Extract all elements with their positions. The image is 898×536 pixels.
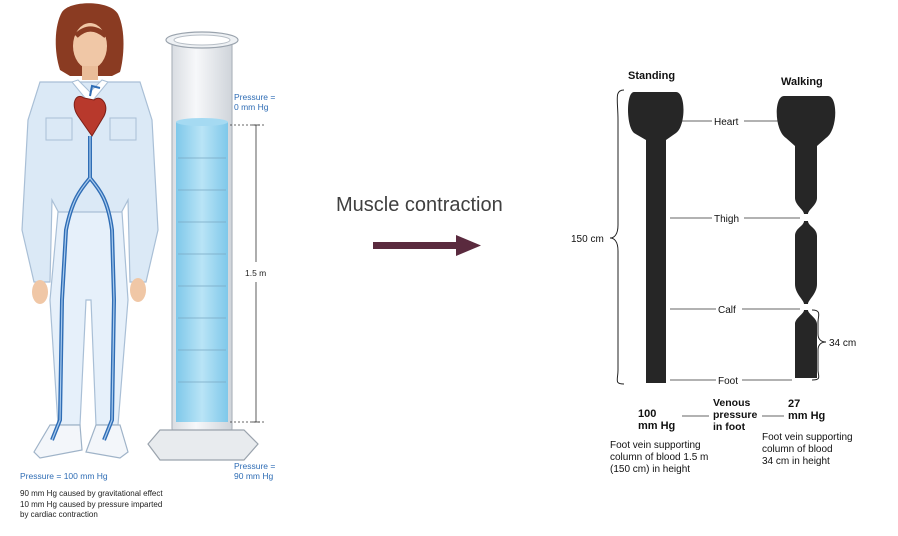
foot-label: Foot: [718, 376, 738, 387]
note-line-1: 90 mm Hg caused by gravitational effect: [20, 489, 163, 498]
standing-title: Standing: [628, 70, 675, 82]
note-line-3: by cardiac contraction: [20, 510, 98, 519]
water-column: [176, 122, 228, 422]
height-label: 1.5 m: [245, 268, 266, 278]
right-arrow-icon: [373, 235, 481, 256]
venous-label-3: in foot: [713, 421, 746, 433]
muscle-contraction-label: Muscle contraction: [336, 194, 503, 216]
calf-label: Calf: [718, 305, 736, 316]
standing-desc-2: column of blood 1.5 m: [610, 452, 708, 463]
walking-vein-column: [776, 96, 836, 378]
thigh-label: Thigh: [714, 214, 739, 225]
walking-desc-3: 34 cm in height: [762, 456, 830, 467]
standing-pressure-unit: mm Hg: [638, 420, 675, 432]
bottom-pressure-label-2: 90 mm Hg: [234, 471, 273, 481]
height-34-label: 34 cm: [829, 338, 856, 349]
standing-desc-3: (150 cm) in height: [610, 464, 690, 475]
top-pressure-label-1: Pressure =: [234, 92, 275, 102]
brace-150cm: [609, 89, 625, 385]
height-indicator: [230, 124, 264, 423]
connector-lines: [670, 120, 800, 381]
brace-34cm: [811, 309, 827, 381]
standing-pressure-value: 100: [638, 408, 656, 420]
graduated-cylinder: [147, 31, 259, 461]
top-pressure-label-2: 0 mm Hg: [234, 102, 269, 112]
walking-desc-2: column of blood: [762, 444, 833, 455]
venous-label-2: pressure: [713, 409, 758, 421]
foot-pressure-label: Pressure = 100 mm Hg: [20, 471, 108, 481]
walking-desc-1: Foot vein supporting: [762, 432, 853, 443]
standing-desc-1: Foot vein supporting: [610, 440, 701, 451]
walking-pressure-value: 27: [788, 398, 800, 410]
heart-label: Heart: [714, 117, 739, 128]
height-150-label: 150 cm: [571, 234, 604, 245]
venous-label-1: Venous: [713, 397, 751, 409]
note-line-2: 10 mm Hg caused by pressure imparted: [20, 500, 162, 509]
standing-woman-figure: [21, 3, 159, 459]
standing-vein-column: [628, 92, 684, 383]
walking-pressure-unit: mm Hg: [788, 410, 825, 422]
bottom-pressure-label-1: Pressure =: [234, 461, 275, 471]
walking-title: Walking: [781, 76, 823, 88]
